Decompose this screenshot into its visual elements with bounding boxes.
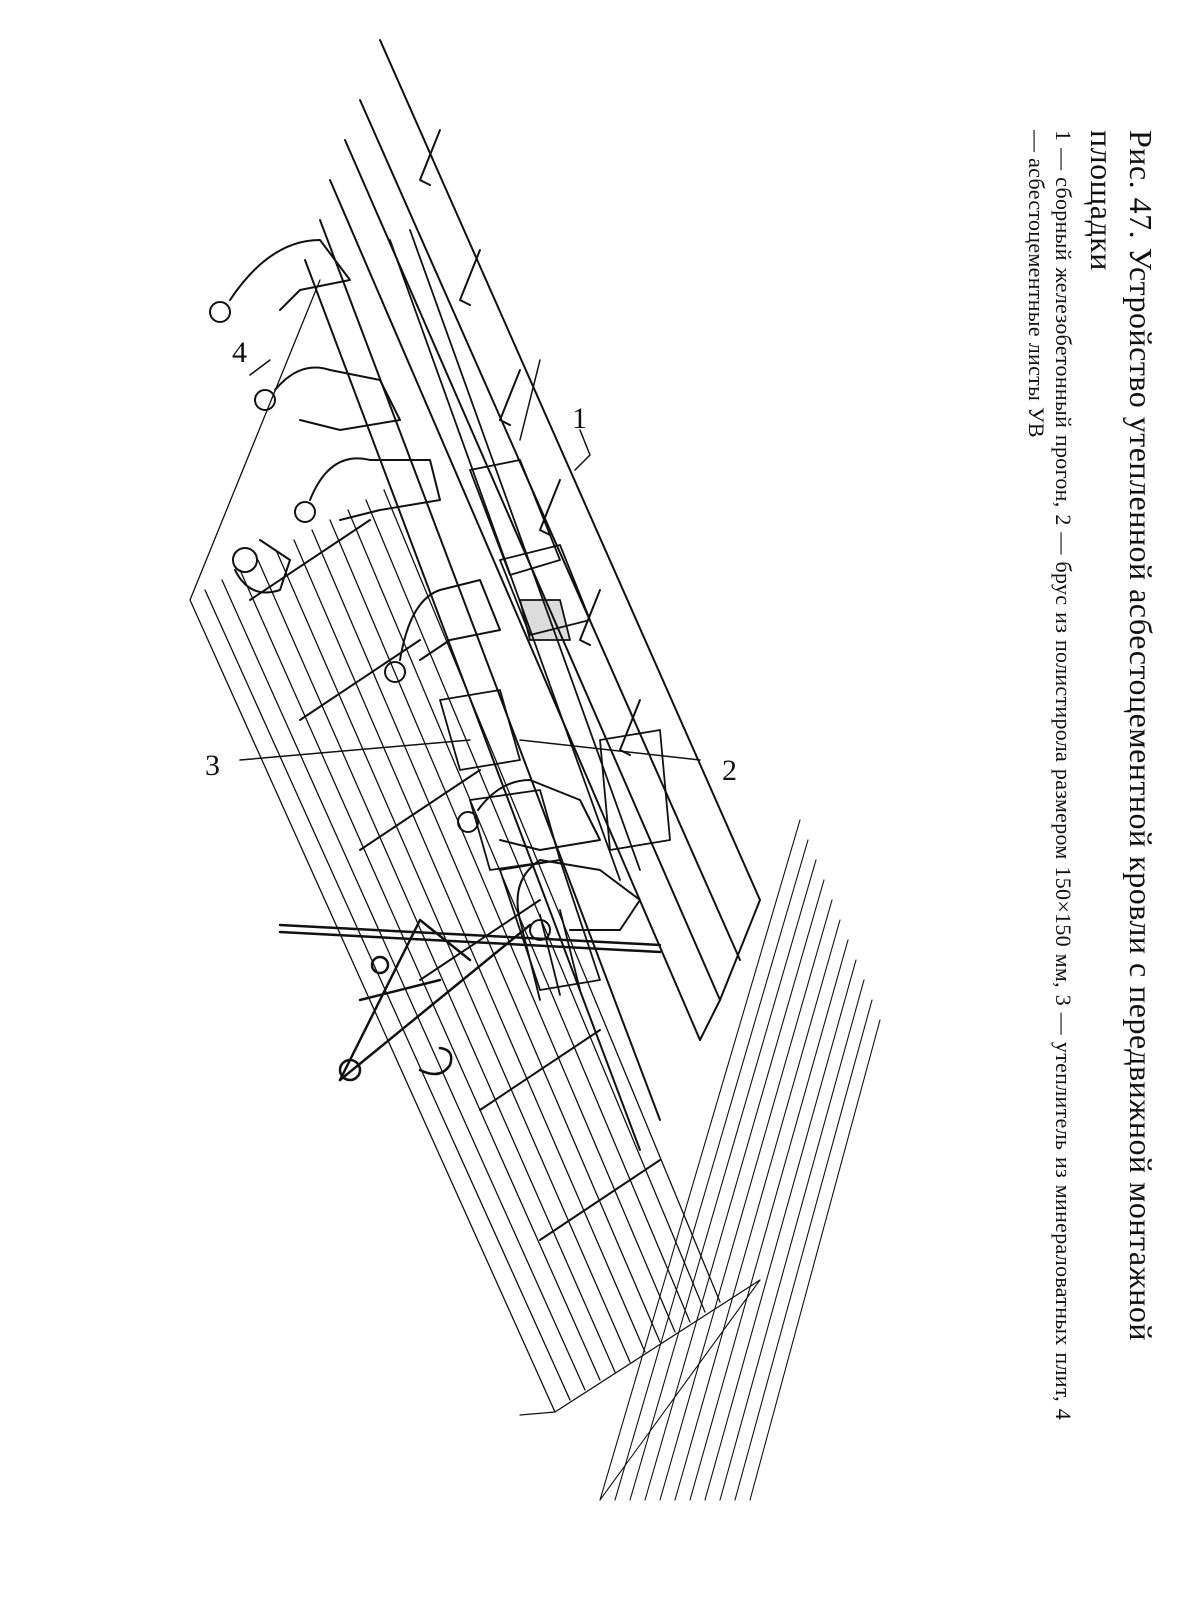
corrugated-roof-right (599, 819, 881, 1501)
insulation-slabs (389, 229, 671, 1001)
worker-4 (232, 539, 291, 594)
worker-2 (254, 366, 401, 431)
corrugated-roof-sheets (189, 279, 761, 1416)
worker-6 (457, 779, 601, 851)
callout-4: 4 (232, 336, 247, 369)
caption-legend: 1 — сборный железобетонный прогон, 2 — б… (1024, 130, 1076, 1420)
purlins-and-parapet (304, 39, 761, 1151)
worker-5 (384, 579, 501, 683)
worker-3 (294, 457, 441, 523)
caption-title: Рис. 47. Устройство утепленной асбестоце… (1083, 130, 1159, 1341)
worker-7 (516, 859, 641, 941)
callout-leaders (239, 359, 701, 761)
worker-1 (209, 239, 351, 323)
workers (209, 239, 641, 941)
callout-3: 3 (205, 749, 220, 782)
mobile-platform (278, 918, 662, 1082)
callout-1: 1 (572, 402, 587, 435)
figure-caption: Рис. 47. Устройство утепленной асбестоце… (1022, 130, 1160, 1420)
callout-2: 2 (722, 754, 737, 787)
